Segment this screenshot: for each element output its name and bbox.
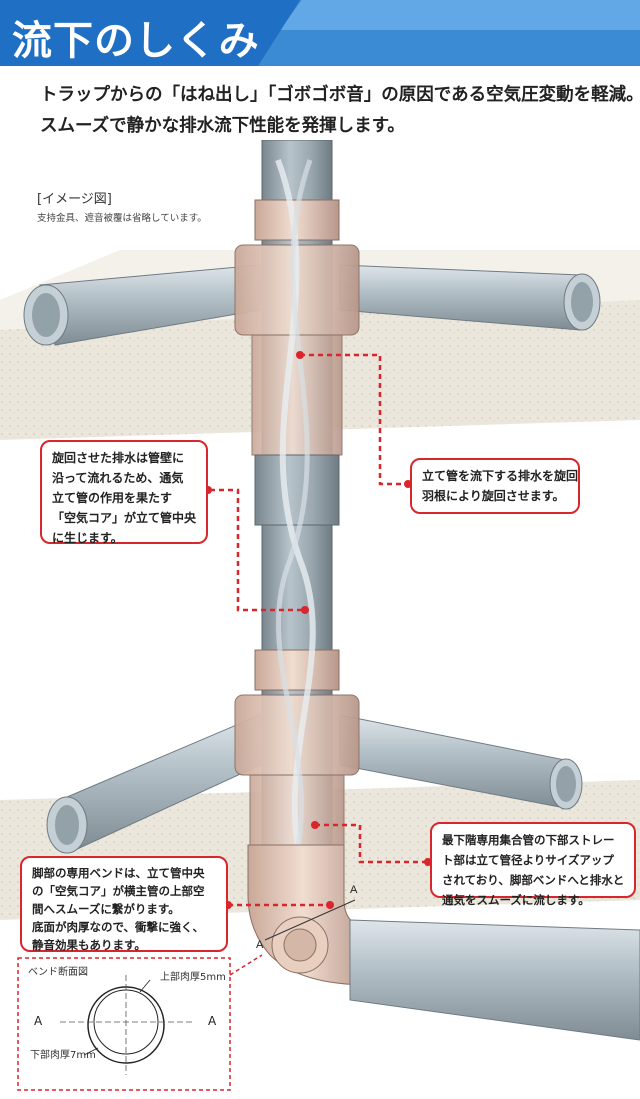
callout-line: 底面が肉厚なので、衝撃に強く、 [32, 918, 216, 936]
callout-line: 羽根により旋回させます。 [422, 486, 568, 506]
callout-swirl-vane: 立て管を流下する排水を旋回 羽根により旋回させます。 [410, 458, 580, 514]
intro-text: トラップからの「はね出し」「ゴボゴボ音」の原因である空気圧変動を軽減。 スムーズ… [40, 80, 630, 142]
image-note: 支持金具、遮音被覆は省略しています。 [37, 210, 207, 224]
vertical-stack [235, 140, 359, 900]
callout-line: ト部は立て管径よりサイズアップ [442, 850, 624, 870]
drainage-diagram: A A [0, 140, 640, 1099]
callout-line: 間へスムーズに繋がります。 [32, 900, 216, 918]
bottom-thickness-label: 下部肉厚7mm [30, 1046, 96, 1061]
header-bar: 流下のしくみ [0, 0, 640, 66]
callout-line: の「空気コア」が横主管の上部空 [32, 882, 216, 900]
header-stripe [280, 0, 640, 30]
cut-mark-lower: A [256, 939, 264, 951]
section-mark-right: A [208, 1014, 216, 1028]
callout-bottom-fitting: 最下階専用集合管の下部ストレー ト部は立て管径よりサイズアップ されており、脚部… [430, 822, 636, 898]
top-thickness-label: 上部肉厚5mm [160, 968, 226, 983]
callout-line: 最下階専用集合管の下部ストレー [442, 830, 624, 850]
callout-line: 静音効果もあります。 [32, 936, 216, 954]
section-mark-left: A [34, 1014, 42, 1028]
cut-mark-upper: A [350, 884, 358, 896]
callout-line: に生じます。 [52, 528, 196, 548]
intro-line-1: トラップからの「はね出し」「ゴボゴボ音」の原因である空気圧変動を軽減。 [40, 80, 630, 111]
image-label: [イメージ図] [37, 188, 112, 207]
callout-line: 通気をスムーズに流します。 [442, 890, 624, 910]
callout-line: されており、脚部ベンドへと排水と [442, 870, 624, 890]
callout-line: 旋回させた排水は管壁に [52, 448, 196, 468]
callout-bend: 脚部の専用ベンドは、立て管中央 の「空気コア」が横主管の上部空 間へスムーズに繋… [20, 856, 228, 952]
callout-line: 沿って流れるため、通気 [52, 468, 196, 488]
callout-line: 脚部の専用ベンドは、立て管中央 [32, 864, 216, 882]
callout-line: 立て管の作用を果たす [52, 488, 196, 508]
intro-line-2: スムーズで静かな排水流下性能を発揮します。 [40, 111, 630, 142]
callout-line: 立て管を流下する排水を旋回 [422, 466, 568, 486]
page-title: 流下のしくみ [12, 8, 260, 66]
section-title: ベンド断面図 [28, 963, 88, 978]
callout-line: 「空気コア」が立て管中央 [52, 508, 196, 528]
callout-air-core: 旋回させた排水は管壁に 沿って流れるため、通気 立て管の作用を果たす 「空気コア… [40, 440, 208, 544]
